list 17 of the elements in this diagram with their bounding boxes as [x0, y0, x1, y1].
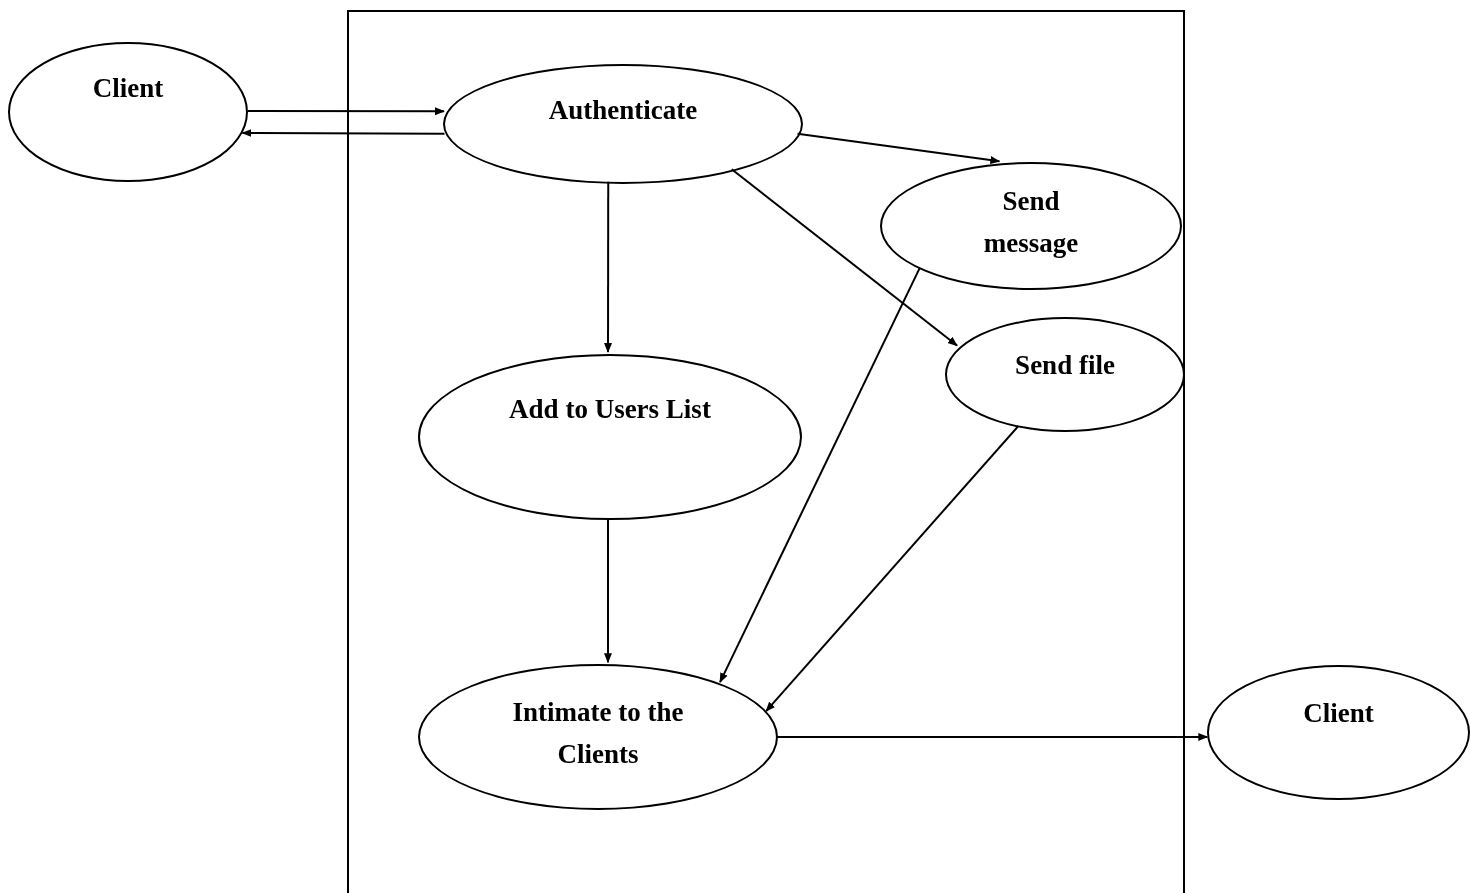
node-label: Intimate to the Clients — [511, 696, 685, 771]
arrow — [604, 180, 612, 353]
arrow — [719, 267, 921, 684]
arrow — [796, 132, 1001, 164]
system-boundary-box — [347, 10, 1185, 893]
arrow — [774, 733, 1209, 741]
node-label: Client — [92, 72, 164, 105]
node-label: Send message — [982, 185, 1080, 260]
arrow — [604, 517, 612, 664]
node-label: Authenticate — [548, 94, 698, 127]
node-label: Add to Users List — [509, 393, 711, 426]
arrow — [247, 107, 445, 116]
arrow — [730, 168, 959, 347]
node-label: Send file — [1015, 348, 1115, 382]
node-label: Client — [1303, 696, 1374, 730]
arrow — [241, 129, 446, 137]
arrow — [765, 424, 1020, 713]
